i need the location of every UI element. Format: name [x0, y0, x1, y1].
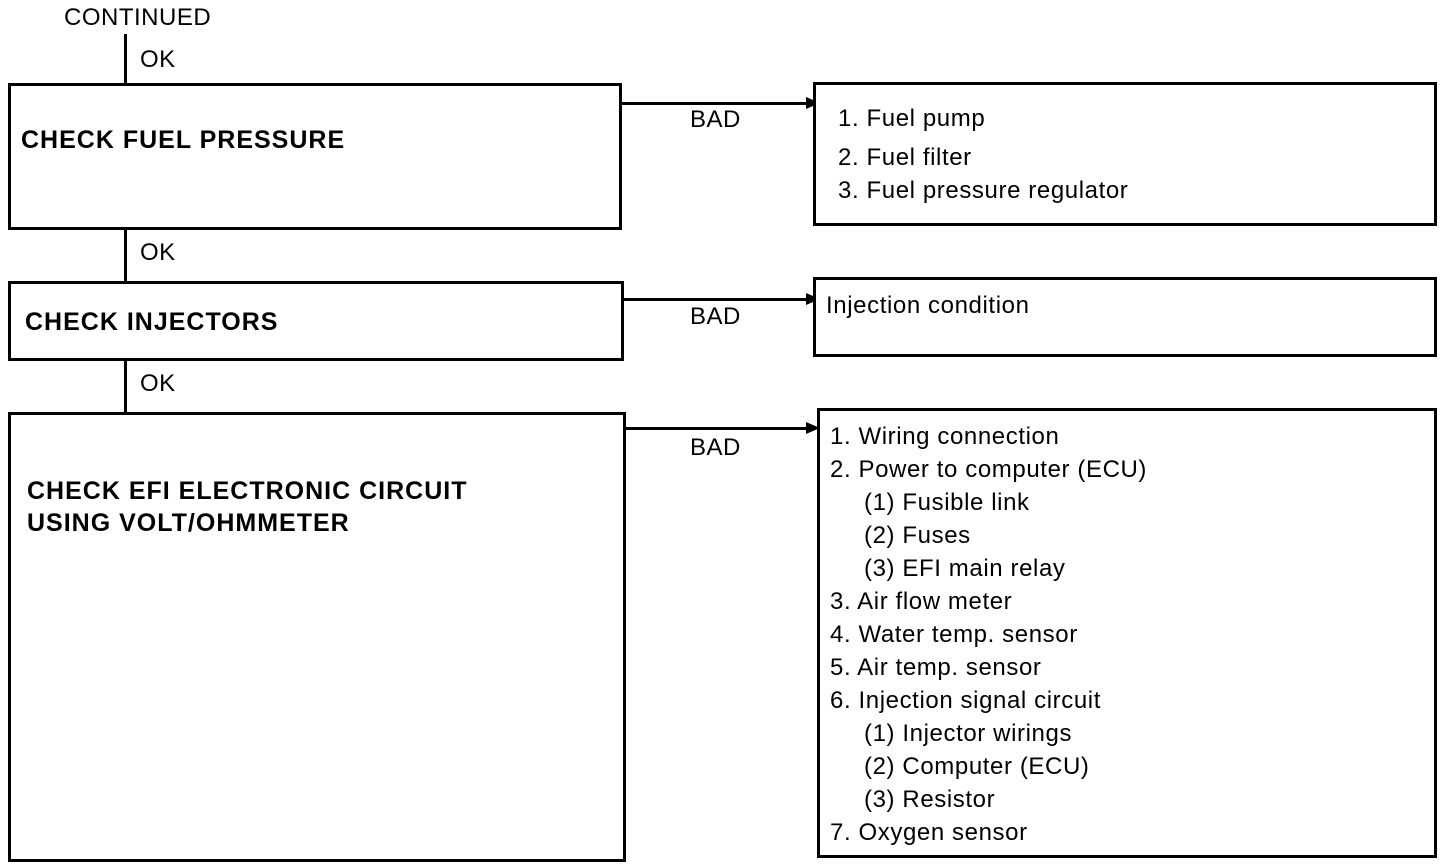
- cause-sub-item: (3) Resistor: [864, 786, 996, 813]
- cause-item: 1. Wiring connection: [830, 423, 1060, 450]
- cause-item: 5. Air temp. sensor: [830, 654, 1042, 681]
- cause-item: 6. Injection signal circuit: [830, 687, 1101, 714]
- fuel-pressure-causes-box: 1. Fuel pump 2. Fuel filter 3. Fuel pres…: [813, 82, 1437, 226]
- bad-label: BAD: [690, 106, 741, 133]
- cause-sub-item: (3) EFI main relay: [864, 555, 1066, 582]
- cause-item: Injection condition: [826, 292, 1030, 319]
- flow-connector: [124, 34, 127, 84]
- bad-arrow-line: [624, 298, 808, 301]
- ok-label: OK: [140, 239, 176, 266]
- check-efi-circuit-title-line-2: USING VOLT/OHMMETER: [27, 509, 350, 537]
- check-efi-circuit-title-line-1: CHECK EFI ELECTRONIC CIRCUIT: [27, 477, 468, 505]
- bad-label: BAD: [690, 434, 741, 461]
- cause-item: 2. Power to computer (ECU): [830, 456, 1148, 483]
- cause-sub-item: (2) Fuses: [864, 522, 971, 549]
- arrowhead-icon: [806, 422, 820, 434]
- check-fuel-pressure-title: CHECK FUEL PRESSURE: [21, 126, 346, 154]
- ok-label: OK: [140, 46, 176, 73]
- injectors-causes-box: Injection condition: [813, 277, 1437, 357]
- bad-arrow-line: [626, 427, 808, 430]
- ok-label: OK: [140, 370, 176, 397]
- cause-item: 2. Fuel filter: [838, 144, 972, 171]
- check-efi-circuit-box: CHECK EFI ELECTRONIC CIRCUIT USING VOLT/…: [8, 412, 626, 862]
- check-injectors-title: CHECK INJECTORS: [25, 308, 279, 336]
- cause-item: 7. Oxygen sensor: [830, 819, 1028, 846]
- check-injectors-box: CHECK INJECTORS: [8, 281, 624, 361]
- flow-connector: [124, 361, 127, 413]
- cause-item: 1. Fuel pump: [838, 105, 986, 132]
- efi-circuit-causes-box: 1. Wiring connection 2. Power to compute…: [817, 408, 1437, 858]
- continued-label: CONTINUED: [64, 4, 212, 31]
- bad-label: BAD: [690, 303, 741, 330]
- cause-item: 4. Water temp. sensor: [830, 621, 1078, 648]
- flow-connector: [124, 230, 127, 282]
- cause-item: 3. Fuel pressure regulator: [838, 177, 1129, 204]
- cause-sub-item: (2) Computer (ECU): [864, 753, 1090, 780]
- check-fuel-pressure-box: CHECK FUEL PRESSURE: [8, 83, 622, 230]
- cause-item: 3. Air flow meter: [830, 588, 1013, 615]
- cause-sub-item: (1) Fusible link: [864, 489, 1030, 516]
- cause-sub-item: (1) Injector wirings: [864, 720, 1073, 747]
- bad-arrow-line: [622, 102, 808, 105]
